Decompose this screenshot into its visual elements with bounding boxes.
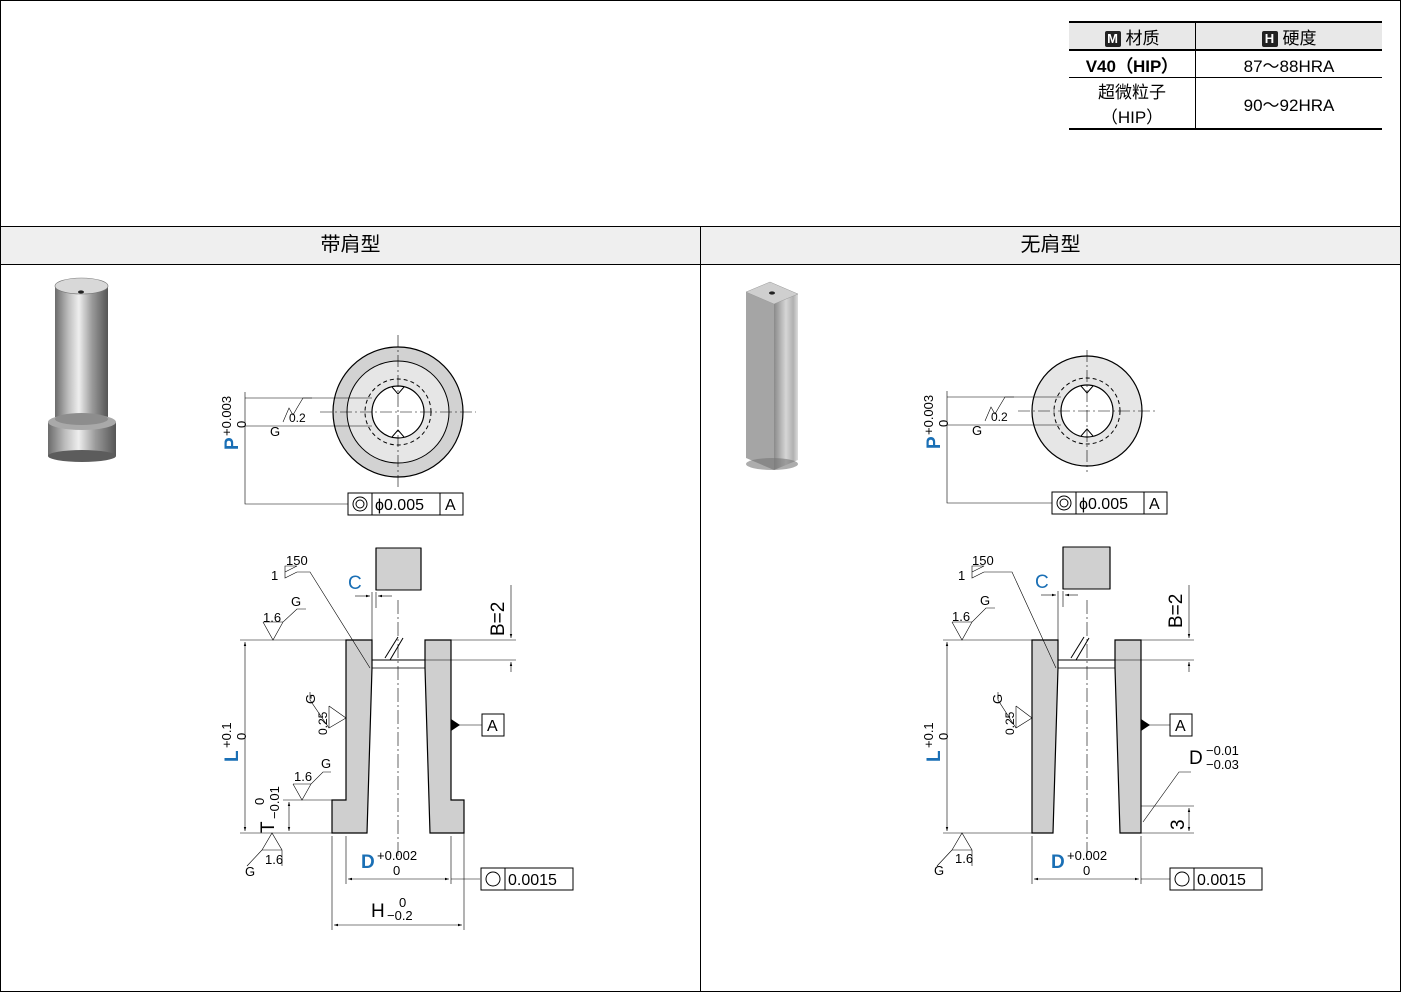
concentricity-frame: ϕ0.005 A [1051, 491, 1168, 515]
grind-symbol-g: G [303, 694, 318, 704]
roughness-1.6-shoulder: 1.6 [294, 769, 312, 784]
roughness-1: 1 [958, 568, 965, 583]
d-dimension: D +0.002 0 [361, 848, 417, 878]
roughness-0.2: 0.2 [289, 411, 306, 425]
roughness-1.6-top: 1.6 [952, 609, 970, 624]
svg-text:P: P [924, 436, 945, 449]
svg-text:0: 0 [393, 863, 400, 878]
svg-text:0: 0 [399, 895, 406, 910]
table-row: 超微粒子（HIP） 90～92HRA [1069, 77, 1382, 130]
roughness-1.6-bottom: 1.6 [265, 852, 283, 867]
section-dims-straight [936, 565, 1194, 884]
svg-text:−0.2: −0.2 [387, 908, 413, 923]
grind-symbol-g: G [990, 694, 1005, 704]
concentricity-value: ϕ0.005 [1079, 496, 1128, 513]
svg-text:D: D [1189, 748, 1203, 769]
roughness-1: 1 [271, 568, 278, 583]
material-cell: 超微粒子（HIP） [1069, 77, 1196, 130]
grind-symbol-g: G [270, 424, 280, 439]
d-dimension: D +0.002 0 [1051, 848, 1107, 878]
datum-a-label: A [1175, 718, 1186, 735]
section-title-straight: 无肩型 [701, 226, 1400, 265]
svg-text:L: L [924, 750, 945, 762]
svg-text:0: 0 [1083, 863, 1090, 878]
p-dimension: P +0.003 0 [921, 395, 951, 449]
c-dimension: C [348, 573, 362, 594]
roughness-0.25: 0.25 [1003, 711, 1017, 735]
concentricity-frame: ϕ0.005 A [347, 492, 464, 516]
svg-text:0: 0 [234, 733, 249, 740]
grind-symbol-g: G [972, 423, 982, 438]
hardness-icon: H [1261, 30, 1278, 47]
c-dimension: C [1035, 572, 1049, 593]
product-photo-straight [745, 281, 799, 470]
svg-text:0: 0 [252, 798, 267, 805]
svg-text:T: T [258, 821, 279, 833]
svg-text:−0.03: −0.03 [1206, 757, 1239, 772]
roughness-1.6-bottom: 1.6 [955, 851, 973, 866]
roughness-0.2: 0.2 [991, 410, 1008, 424]
roughness-1.6-top: 1.6 [263, 610, 281, 625]
grind-symbol-g: G [245, 864, 255, 879]
svg-text:+0.003: +0.003 [219, 396, 234, 436]
t-dimension: T 0 −0.01 [252, 786, 282, 833]
material-cell: V40（HIP） [1085, 56, 1179, 76]
roughness-0.25: 0.25 [316, 711, 330, 735]
svg-text:D: D [1051, 852, 1065, 873]
circularity-frame: 0.0015 [1169, 867, 1263, 891]
svg-text:−0.01: −0.01 [1206, 743, 1239, 758]
section-view-straight [1031, 546, 1142, 860]
svg-text:P: P [222, 437, 243, 450]
grind-symbol-g: G [291, 594, 301, 609]
grind-symbol-g: G [934, 863, 944, 878]
svg-text:0: 0 [234, 421, 249, 428]
roughness-150: 150 [972, 553, 994, 568]
circularity-value: 0.0015 [508, 872, 557, 889]
svg-text:D: D [361, 852, 375, 873]
section-divider [700, 226, 701, 992]
svg-text:−0.01: −0.01 [267, 786, 282, 819]
table-row: V40（HIP） 87～88HRA [1069, 50, 1382, 78]
circularity-value: 0.0015 [1197, 872, 1246, 889]
d-tolerance-dimension: D −0.01 −0.03 [1189, 743, 1239, 772]
svg-text:+0.1: +0.1 [921, 722, 936, 748]
grind-symbol-g: G [980, 593, 990, 608]
h-dimension: H 0 −0.2 [371, 895, 413, 923]
top-view-straight [946, 350, 1158, 504]
svg-text:+0.003: +0.003 [921, 395, 936, 435]
l-dimension: L +0.1 0 [219, 722, 249, 762]
svg-text:+0.1: +0.1 [219, 722, 234, 748]
p-dimension: P +0.003 0 [219, 396, 249, 450]
svg-text:0: 0 [936, 733, 951, 740]
svg-text:H: H [371, 901, 385, 922]
hardness-cell: 90～92HRA [1195, 77, 1382, 130]
top-view-shouldered [244, 335, 476, 505]
b-dimension: B=2 [1166, 594, 1187, 628]
svg-text:0: 0 [936, 420, 951, 427]
roughness-150: 150 [286, 553, 308, 568]
section-dims-shouldered [240, 565, 516, 930]
product-photo-shouldered [48, 277, 116, 462]
hardness-cell: 87～88HRA [1195, 50, 1382, 78]
l-dimension: L +0.1 0 [921, 722, 951, 762]
section-view-shouldered [331, 547, 465, 860]
datum-ref: A [445, 497, 456, 514]
material-header: 材质 [1125, 28, 1160, 48]
hardness-header: 硬度 [1282, 28, 1317, 48]
grind-symbol-g: G [321, 756, 331, 771]
circularity-frame: 0.0015 [480, 867, 574, 891]
three-dimension: 3 [1168, 819, 1189, 830]
svg-text:L: L [222, 750, 243, 762]
svg-text:+0.002: +0.002 [377, 848, 417, 863]
material-icon: M [1104, 30, 1121, 47]
svg-text:+0.002: +0.002 [1067, 848, 1107, 863]
section-title-shouldered: 带肩型 [1, 226, 700, 265]
datum-a-label: A [487, 718, 498, 735]
concentricity-value: ϕ0.005 [375, 497, 424, 514]
datum-ref: A [1149, 496, 1160, 513]
b-dimension: B=2 [488, 602, 509, 636]
